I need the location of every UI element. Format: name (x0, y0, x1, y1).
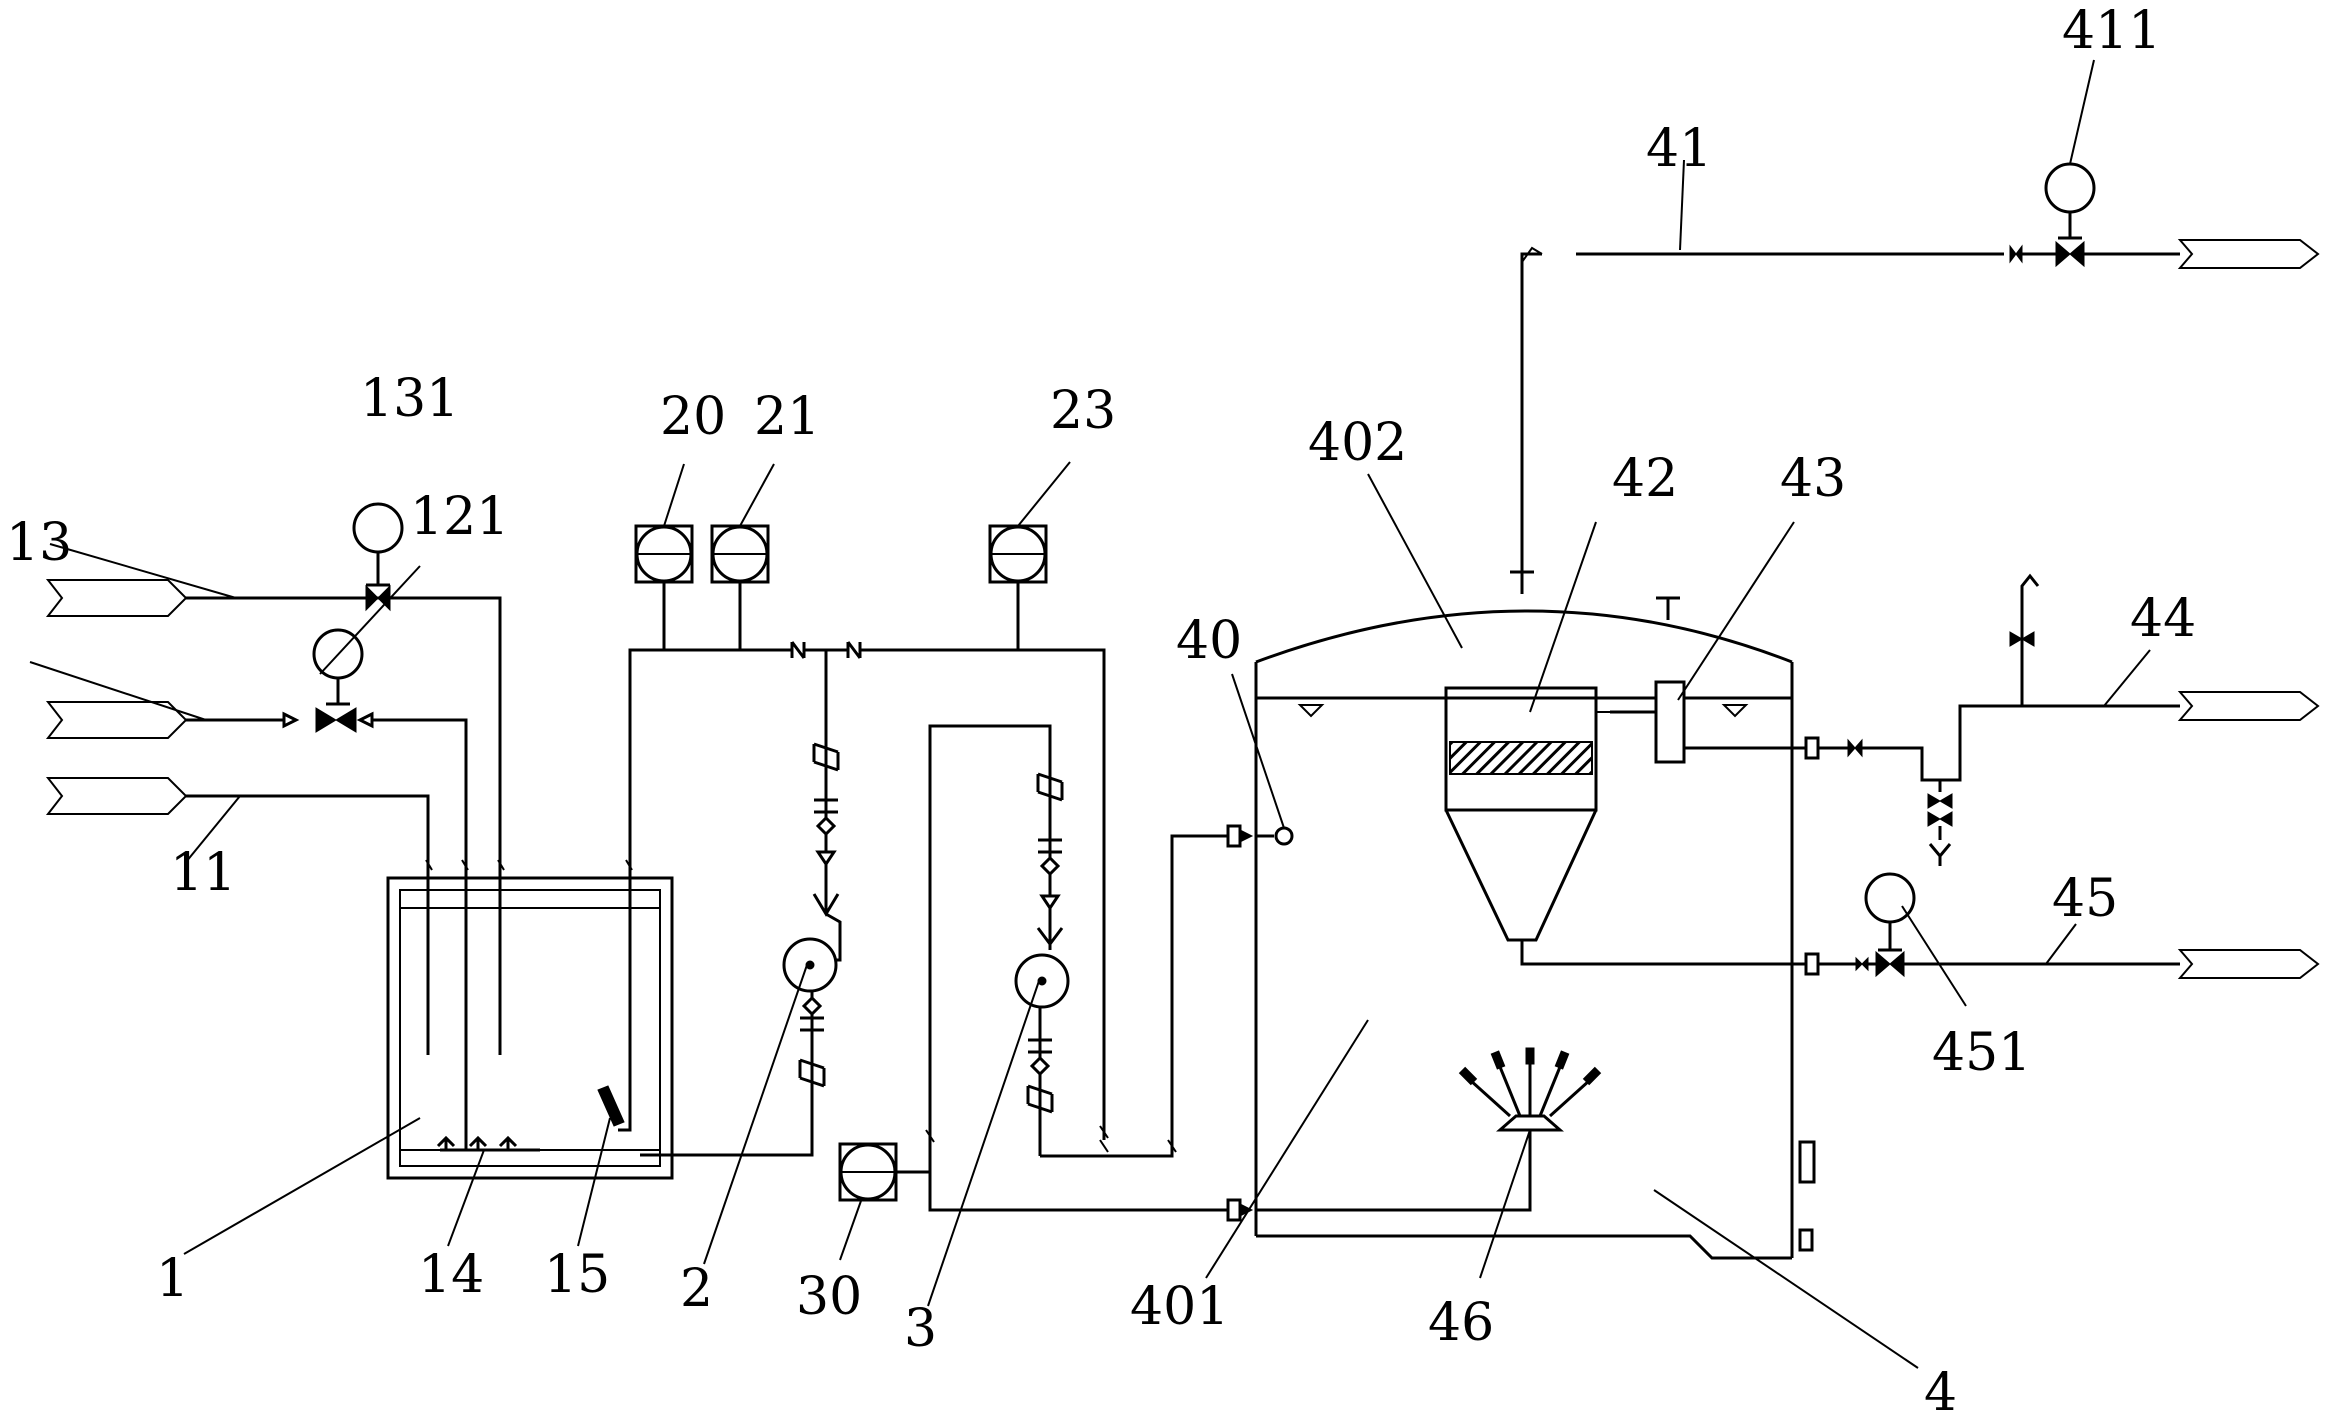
instrument-23 (988, 524, 1048, 650)
label-15: 15 (544, 1245, 610, 1305)
label-411: 411 (2062, 1, 2161, 61)
label-2: 2 (680, 1259, 713, 1319)
label-20: 20 (660, 387, 726, 447)
valve-451 (1864, 872, 1916, 952)
label-401: 401 (1130, 1277, 1229, 1337)
valve-411 (2044, 162, 2096, 240)
reactor-4 (1254, 570, 1816, 1260)
header-pipe (628, 641, 1109, 1140)
pipe-tank1-pump2 (640, 1060, 814, 1157)
label-1: 1 (156, 1249, 189, 1309)
label-40: 40 (1176, 611, 1242, 671)
label-43: 43 (1780, 449, 1846, 509)
inlet-pipe-11 (45, 777, 430, 1055)
label-14: 14 (418, 1245, 484, 1305)
inlet-pipe-13 (45, 543, 502, 855)
bottom-inlet (1226, 1130, 1532, 1222)
outlet-44 (1804, 573, 2320, 866)
valve-121 (282, 565, 421, 733)
label-46: 46 (1428, 1293, 1494, 1353)
label-41: 41 (1646, 119, 1712, 179)
label-131: 131 (360, 369, 459, 429)
labels: 1 2 3 4 11 13 14 15 20 21 23 30 40 41 42… (6, 1, 2196, 1423)
probe-15 (597, 878, 632, 1132)
label-3: 3 (904, 1299, 937, 1359)
pump-3-line (925, 724, 1238, 1172)
aerator-14 (436, 1135, 540, 1152)
distributor-46 (1458, 1047, 1602, 1132)
label-451: 451 (1932, 1023, 2031, 1083)
label-44: 44 (2130, 589, 2196, 649)
label-23: 23 (1050, 381, 1116, 441)
label-42: 42 (1612, 449, 1678, 509)
label-21: 21 (754, 387, 820, 447)
pump-2-line (782, 740, 842, 1140)
leader-lines (183, 59, 2151, 1369)
tank-1 (386, 855, 674, 1180)
instrument-20 (634, 524, 694, 650)
instrument-21 (710, 524, 770, 650)
label-402: 402 (1308, 413, 1407, 473)
label-13: 13 (6, 513, 72, 573)
inlet-pipe-12 (29, 661, 468, 855)
label-11: 11 (170, 843, 236, 903)
label-30: 30 (796, 1267, 862, 1327)
inlet-nozzle-40 (1226, 824, 1294, 848)
separator-42 (1444, 686, 1806, 966)
instrument-30 (838, 1142, 1240, 1212)
device-43 (1610, 680, 1806, 764)
gas-outlet-41 (1520, 239, 2320, 572)
label-4: 4 (1924, 1363, 1957, 1420)
label-121: 121 (410, 487, 509, 547)
label-45: 45 (2052, 869, 2118, 929)
outlet-45 (1804, 949, 2320, 979)
